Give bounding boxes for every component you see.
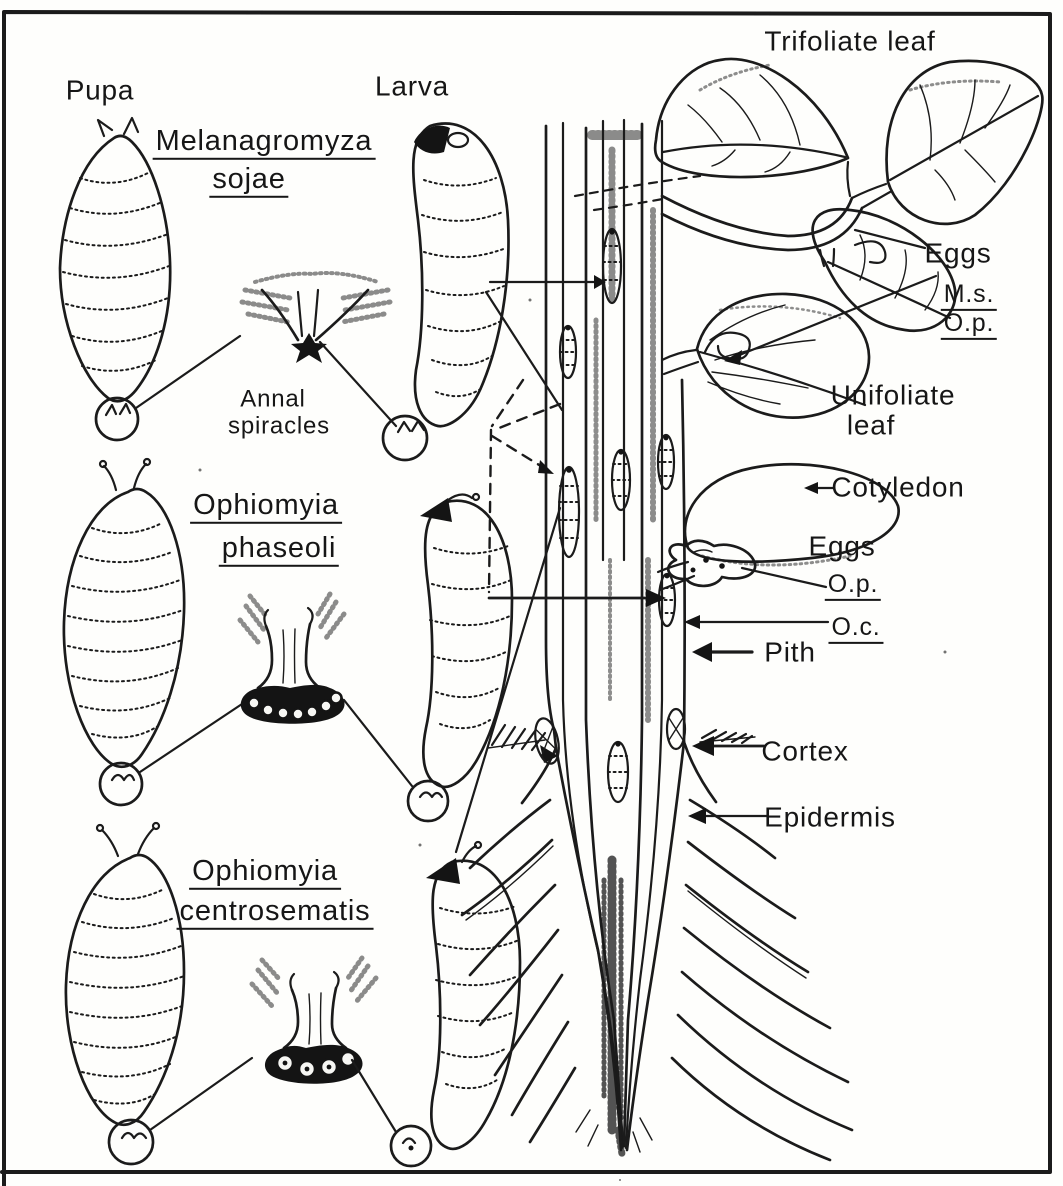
larvae-inside-stem — [534, 227, 687, 804]
anal-spiracles-label-line1: Annal — [240, 385, 306, 413]
larva-column-label: Larva — [374, 70, 450, 102]
op-abbrev-mid-label: O.p. — [824, 571, 882, 602]
cortex-label: Cortex — [761, 735, 849, 767]
species3-genus-label: Ophiomyia — [189, 855, 341, 891]
pupa3-ophiomyia-centrosematis — [64, 821, 254, 1166]
scan-specks — [198, 298, 947, 1181]
cotyledon-label: Cotyledon — [831, 471, 965, 503]
seedling-stem-drawing — [520, 118, 718, 1158]
pupa-column-label: Pupa — [65, 74, 135, 106]
species2-genus-label: Ophiomyia — [190, 489, 342, 525]
larva3-ophiomyia-centrosematis — [389, 840, 522, 1168]
species2-epithet-label: phaseoli — [218, 532, 340, 568]
epidermis-label: Epidermis — [764, 801, 896, 833]
larva2-ophiomyia-phaseoli — [406, 492, 514, 823]
figure-border-frame — [0, 10, 1052, 1186]
anal-spiracles3-detail — [249, 955, 398, 1134]
larva1-melanagromyza-sojae — [381, 122, 510, 462]
root-system-drawing — [460, 798, 854, 1162]
annotation-arrows — [684, 228, 938, 824]
connector-lines — [454, 275, 666, 854]
trifoliate-leaf-label: Trifoliate leaf — [764, 25, 936, 57]
ms-abbrev-label: M.s. — [940, 281, 998, 312]
oc-abbrev-label: O.c. — [828, 614, 884, 645]
unifoliate-leaf-label-line1: Unifoliate — [830, 379, 956, 411]
anal-spiracles-label-line2: spiracles — [228, 412, 330, 440]
species1-genus-label: Melanagromyza — [152, 125, 376, 161]
species1-epithet-label: sojae — [209, 163, 289, 199]
eggs-top-label: Eggs — [924, 237, 992, 269]
eggs-mid-label: Eggs — [808, 530, 876, 562]
op-abbrev-top-label: O.p. — [940, 310, 998, 341]
trifoliate-leaf-drawing — [653, 57, 1044, 333]
pith-label: Pith — [764, 636, 816, 668]
pupa1-melanagromyza-sojae — [58, 116, 242, 442]
anal-spiracles2-detail — [237, 591, 414, 788]
pupa2-ophiomyia-phaseoli — [62, 457, 250, 807]
unifoliate-leaf-drawing — [660, 292, 871, 419]
unifoliate-leaf-label-line2: leaf — [846, 409, 896, 441]
taproot-pith-stipple — [601, 855, 626, 1158]
stem-stipple — [587, 130, 656, 723]
anal-spiracles1-detail — [239, 271, 398, 428]
species3-epithet-label: centrosematis — [176, 895, 374, 931]
cotyledon-drawing — [656, 462, 900, 592]
